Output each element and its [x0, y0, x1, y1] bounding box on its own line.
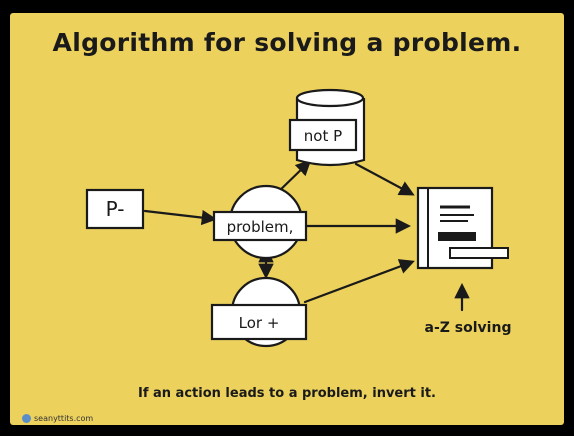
arrow-lor-to-document	[303, 259, 415, 304]
lor-node-label: Lor +	[239, 314, 280, 332]
problem-node-label: problem,	[227, 218, 294, 236]
annotation-label: a-Z solving	[425, 320, 512, 336]
not-p-node-label: not P	[304, 127, 342, 145]
caption: If an action leads to a problem, invert …	[137, 386, 437, 401]
arrow-input-to-problem	[143, 209, 218, 226]
input-node-label: P-	[106, 197, 125, 221]
document-icon	[416, 186, 509, 270]
not-p-node: not P	[288, 88, 366, 167]
arrow-notp-to-document	[354, 162, 415, 196]
problem-node: problem,	[212, 184, 308, 260]
input-node: P-	[85, 188, 145, 230]
watermark-text: seanyttits.com	[34, 414, 94, 423]
lor-node: Lor +	[210, 276, 308, 348]
watermark: seanyttits.com	[22, 414, 93, 423]
diagram-title: Algorithm for solving a problem.	[52, 28, 522, 57]
watermark-icon	[22, 414, 31, 423]
